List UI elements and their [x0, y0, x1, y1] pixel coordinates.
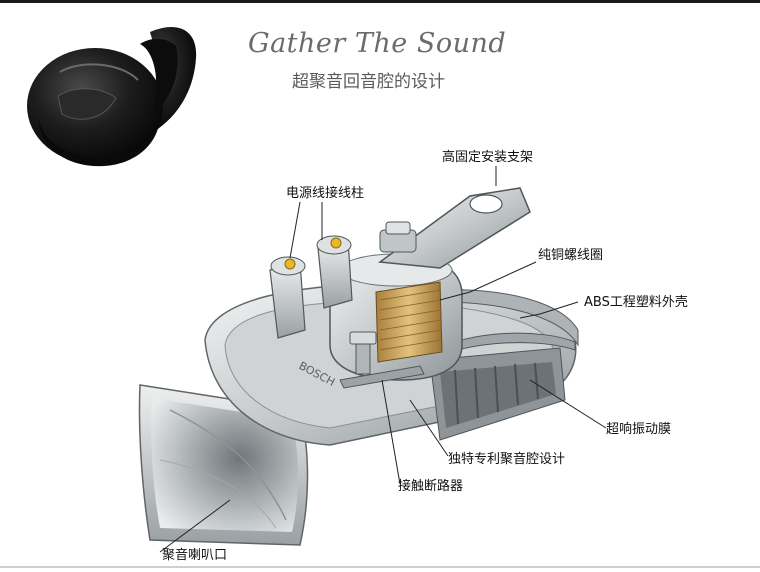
leader-lines [159, 166, 607, 553]
mount-bracket [377, 187, 531, 269]
copper-coil [375, 281, 443, 363]
product-photo-horn [27, 27, 197, 167]
label-abs-shell: ABS工程塑料外壳 [584, 295, 688, 310]
label-contact-breaker: 接触断路器 [398, 479, 464, 494]
page-title: Gather The Sound [248, 28, 507, 59]
label-copper-coil: 纯铜螺线圈 [538, 248, 604, 263]
bottom-rule [0, 566, 760, 568]
top-rule [0, 0, 760, 3]
contact-breaker [339, 331, 425, 389]
power-terminals [269, 235, 353, 339]
horn-mouth [138, 384, 309, 546]
page-subtitle: 超聚音回音腔的设计 [292, 72, 445, 92]
label-diaphragm: 超响振动膜 [606, 422, 672, 437]
label-sound-chamber: 独特专利聚音腔设计 [448, 452, 566, 467]
label-power-terminal: 电源线接线柱 [286, 186, 365, 201]
label-horn-mouth: 聚音喇叭口 [162, 548, 228, 563]
label-mount-bracket: 高固定安装支架 [442, 150, 534, 165]
